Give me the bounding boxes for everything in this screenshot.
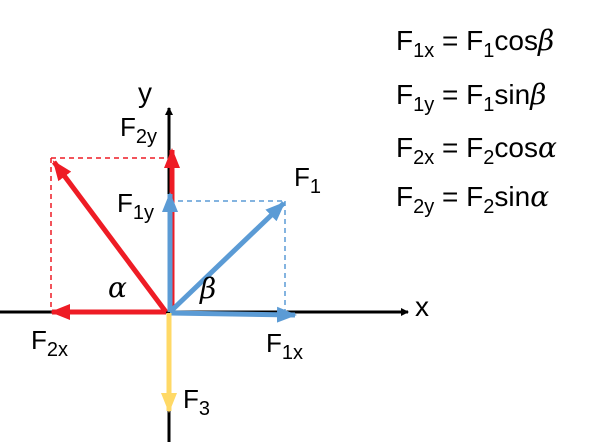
- equations: F1x = F1cosβ F1y = F1sinβ F2x = F2cosα F…: [396, 24, 557, 218]
- equation-f2x: F2x = F2cosα: [396, 131, 557, 169]
- f2x-label: F2x: [31, 325, 68, 361]
- f2-vector-arrow: [51, 160, 169, 314]
- f2-projection-lines: [50, 157, 169, 312]
- equation-f2y: F2y = F2sinα: [396, 180, 549, 218]
- alpha-angle-label: α: [108, 271, 127, 304]
- equation-f1y: F1y = F1sinβ: [396, 78, 546, 116]
- f1y-label: F1y: [117, 188, 154, 224]
- f3-label: F3: [183, 384, 210, 420]
- f1x-label: F1x: [266, 328, 303, 364]
- x-axis-label: x: [415, 291, 429, 322]
- beta-angle-label: β: [199, 272, 216, 305]
- f1-vector-arrow: [168, 201, 286, 314]
- equation-f1x: F1x = F1cosβ: [396, 24, 554, 62]
- f2y-label: F2y: [120, 112, 157, 148]
- f1-label: F1: [294, 162, 321, 198]
- y-axis-label: y: [138, 77, 152, 108]
- f1x-arrow: [169, 306, 297, 323]
